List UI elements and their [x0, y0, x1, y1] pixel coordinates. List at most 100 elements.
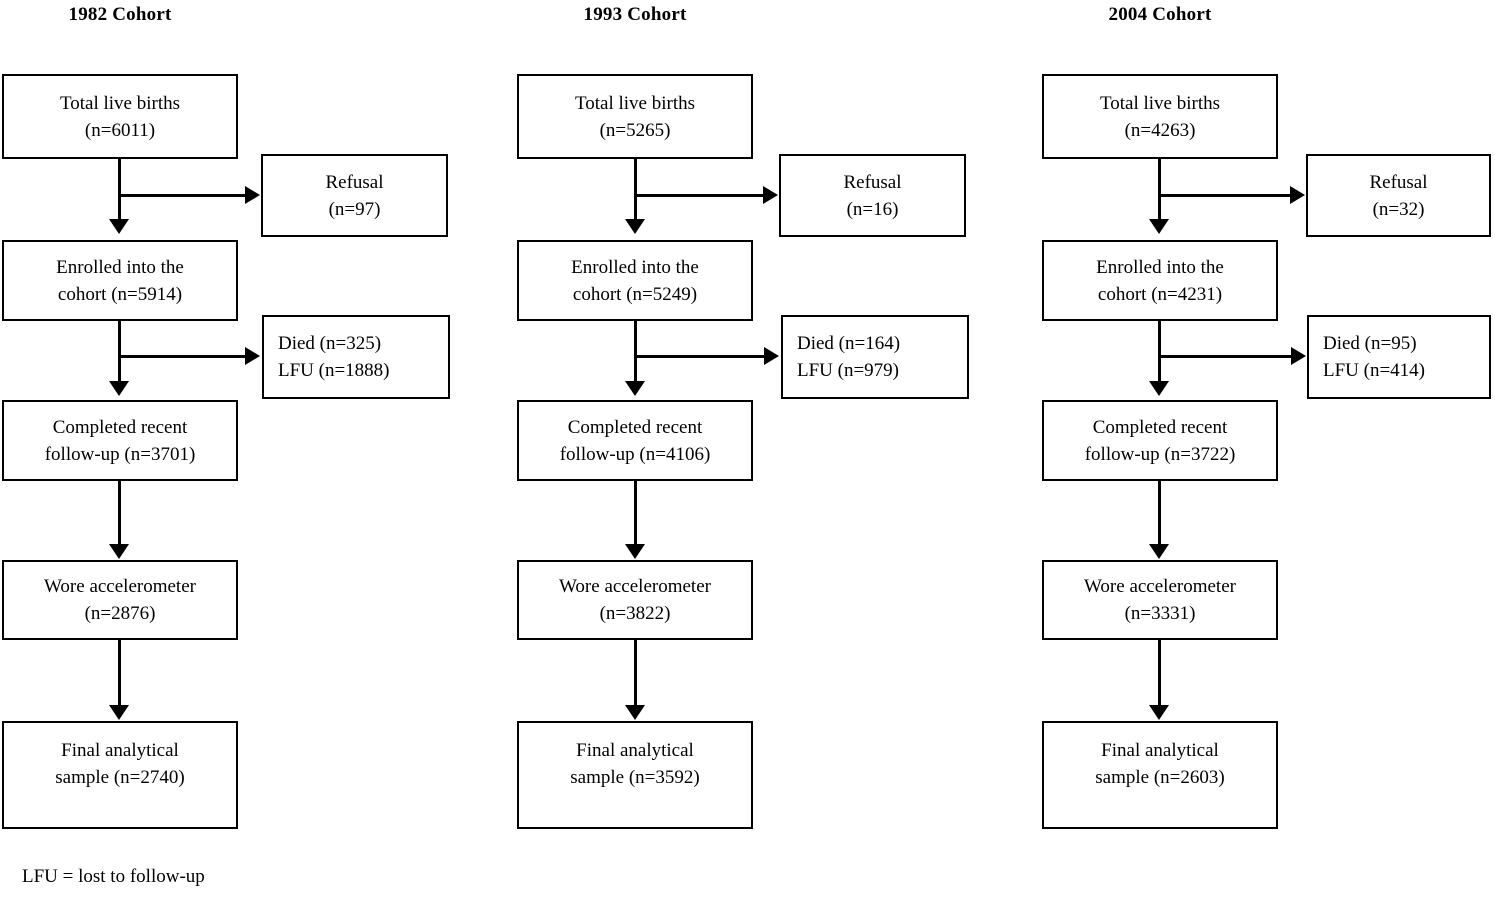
node-attrition-1982: Died (n=325) LFU (n=1888)	[262, 315, 450, 399]
node-line-2: (n=5265)	[599, 119, 671, 141]
arrowhead-accelerometer-to-final-1982	[109, 705, 129, 720]
arrowhead-enrolled-to-completed-2004	[1149, 381, 1169, 396]
arrowhead-enrolled-to-attrition-2004	[1291, 347, 1306, 365]
arrowhead-completed-to-accelerometer-1993	[625, 544, 645, 559]
node-total-live-births-2004: Total live births (n=4263)	[1042, 74, 1278, 159]
node-wore-accelerometer-1993: Wore accelerometer (n=3822)	[517, 560, 753, 640]
connector-enrolled-to-completed-2004	[1158, 321, 1161, 382]
node-completed-followup-1993: Completed recent follow-up (n=4106)	[517, 400, 753, 481]
connector-births-to-enrolled-1982	[118, 159, 121, 220]
node-line-1: Enrolled into the	[571, 256, 699, 278]
arrowhead-completed-to-accelerometer-1982	[109, 544, 129, 559]
arrowhead-births-to-enrolled-1993	[625, 219, 645, 234]
node-total-live-births-1993: Total live births (n=5265)	[517, 74, 753, 159]
node-line-1: Died (n=164)	[797, 333, 901, 354]
node-line-1: Died (n=95)	[1323, 333, 1417, 354]
node-line-1: Refusal	[325, 171, 384, 193]
footnote-lfu-definition: LFU = lost to follow-up	[22, 866, 205, 887]
column-header-2004: 2004 Cohort	[1108, 4, 1212, 25]
node-refusal-1982: Refusal (n=97)	[261, 154, 448, 237]
node-attrition-1993: Died (n=164) LFU (n=979)	[781, 315, 969, 399]
node-line-2: LFU (n=414)	[1323, 360, 1426, 381]
node-completed-followup-2004: Completed recent follow-up (n=3722)	[1042, 400, 1278, 481]
connector-accelerometer-to-final-1982	[118, 640, 121, 706]
node-line-2: (n=97)	[328, 198, 381, 220]
node-attrition-2004: Died (n=95) LFU (n=414)	[1307, 315, 1491, 399]
arrowhead-accelerometer-to-final-1993	[625, 705, 645, 720]
arrowhead-births-to-enrolled-1982	[109, 219, 129, 234]
node-line-1: Final analytical	[576, 740, 694, 761]
arrowhead-enrolled-to-attrition-1982	[245, 347, 260, 365]
arrowhead-enrolled-to-completed-1982	[109, 381, 129, 396]
node-line-2: LFU (n=1888)	[278, 360, 390, 381]
node-line-2: (n=3331)	[1124, 603, 1196, 624]
connector-accelerometer-to-final-2004	[1158, 640, 1161, 706]
node-line-1: Final analytical	[61, 740, 179, 761]
node-wore-accelerometer-2004: Wore accelerometer (n=3331)	[1042, 560, 1278, 640]
node-line-2: sample (n=2740)	[55, 767, 185, 788]
node-line-1: Wore accelerometer	[1084, 576, 1236, 597]
node-line-2: cohort (n=5249)	[572, 283, 698, 305]
node-enrolled-1982: Enrolled into the cohort (n=5914)	[2, 240, 238, 321]
connector-completed-to-accelerometer-1982	[118, 481, 121, 545]
node-line-1: Wore accelerometer	[559, 576, 711, 597]
connector-births-to-enrolled-1993	[634, 159, 637, 220]
node-line-1: Refusal	[843, 171, 902, 193]
node-line-1: Total live births	[574, 92, 696, 114]
node-line-1: Completed recent	[567, 416, 703, 438]
node-line-2: cohort (n=4231)	[1097, 283, 1223, 305]
node-final-sample-1993: Final analytical sample (n=3592)	[517, 721, 753, 829]
node-line-2: (n=16)	[846, 198, 899, 220]
node-line-1: Enrolled into the	[56, 256, 184, 278]
node-refusal-2004: Refusal (n=32)	[1306, 154, 1491, 237]
node-enrolled-1993: Enrolled into the cohort (n=5249)	[517, 240, 753, 321]
connector-births-to-refusal-1982	[118, 194, 246, 197]
arrowhead-enrolled-to-completed-1993	[625, 381, 645, 396]
connector-births-to-enrolled-2004	[1158, 159, 1161, 220]
node-line-1: Refusal	[1369, 171, 1428, 193]
node-line-2: (n=3822)	[599, 603, 671, 624]
node-line-1: Died (n=325)	[278, 333, 382, 354]
node-line-2: (n=32)	[1372, 198, 1425, 220]
arrowhead-births-to-refusal-1993	[763, 186, 778, 204]
node-total-live-births-1982: Total live births (n=6011)	[2, 74, 238, 159]
node-line-2: (n=4263)	[1124, 119, 1196, 141]
node-wore-accelerometer-1982: Wore accelerometer (n=2876)	[2, 560, 238, 640]
connector-accelerometer-to-final-1993	[634, 640, 637, 706]
arrowhead-enrolled-to-attrition-1993	[764, 347, 779, 365]
connector-enrolled-to-attrition-1982	[118, 355, 246, 358]
arrowhead-births-to-refusal-2004	[1290, 186, 1305, 204]
node-line-2: LFU (n=979)	[797, 360, 900, 381]
node-final-sample-2004: Final analytical sample (n=2603)	[1042, 721, 1278, 829]
node-line-2: cohort (n=5914)	[57, 283, 183, 305]
arrowhead-births-to-enrolled-2004	[1149, 219, 1169, 234]
node-line-1: Completed recent	[1092, 416, 1228, 438]
node-line-2: sample (n=3592)	[570, 767, 700, 788]
node-line-2: sample (n=2603)	[1095, 767, 1225, 788]
node-line-1: Total live births	[1099, 92, 1221, 114]
connector-enrolled-to-attrition-1993	[634, 355, 765, 358]
node-completed-followup-1982: Completed recent follow-up (n=3701)	[2, 400, 238, 481]
node-line-1: Enrolled into the	[1096, 256, 1224, 278]
connector-births-to-refusal-2004	[1158, 194, 1291, 197]
node-refusal-1993: Refusal (n=16)	[779, 154, 966, 237]
node-line-2: follow-up (n=3722)	[1084, 443, 1236, 465]
connector-completed-to-accelerometer-1993	[634, 481, 637, 545]
node-enrolled-2004: Enrolled into the cohort (n=4231)	[1042, 240, 1278, 321]
connector-enrolled-to-attrition-2004	[1158, 355, 1292, 358]
node-line-2: (n=2876)	[84, 603, 156, 624]
node-line-1: Total live births	[59, 92, 181, 114]
connector-enrolled-to-completed-1993	[634, 321, 637, 382]
connector-enrolled-to-completed-1982	[118, 321, 121, 382]
node-line-2: follow-up (n=4106)	[559, 443, 711, 465]
node-line-2: (n=6011)	[84, 119, 156, 141]
node-line-2: follow-up (n=3701)	[44, 443, 196, 465]
arrowhead-accelerometer-to-final-2004	[1149, 705, 1169, 720]
arrowhead-births-to-refusal-1982	[245, 186, 260, 204]
node-final-sample-1982: Final analytical sample (n=2740)	[2, 721, 238, 829]
arrowhead-completed-to-accelerometer-2004	[1149, 544, 1169, 559]
node-line-1: Completed recent	[52, 416, 188, 438]
column-header-1982: 1982 Cohort	[68, 4, 172, 25]
column-header-1993: 1993 Cohort	[583, 4, 687, 25]
